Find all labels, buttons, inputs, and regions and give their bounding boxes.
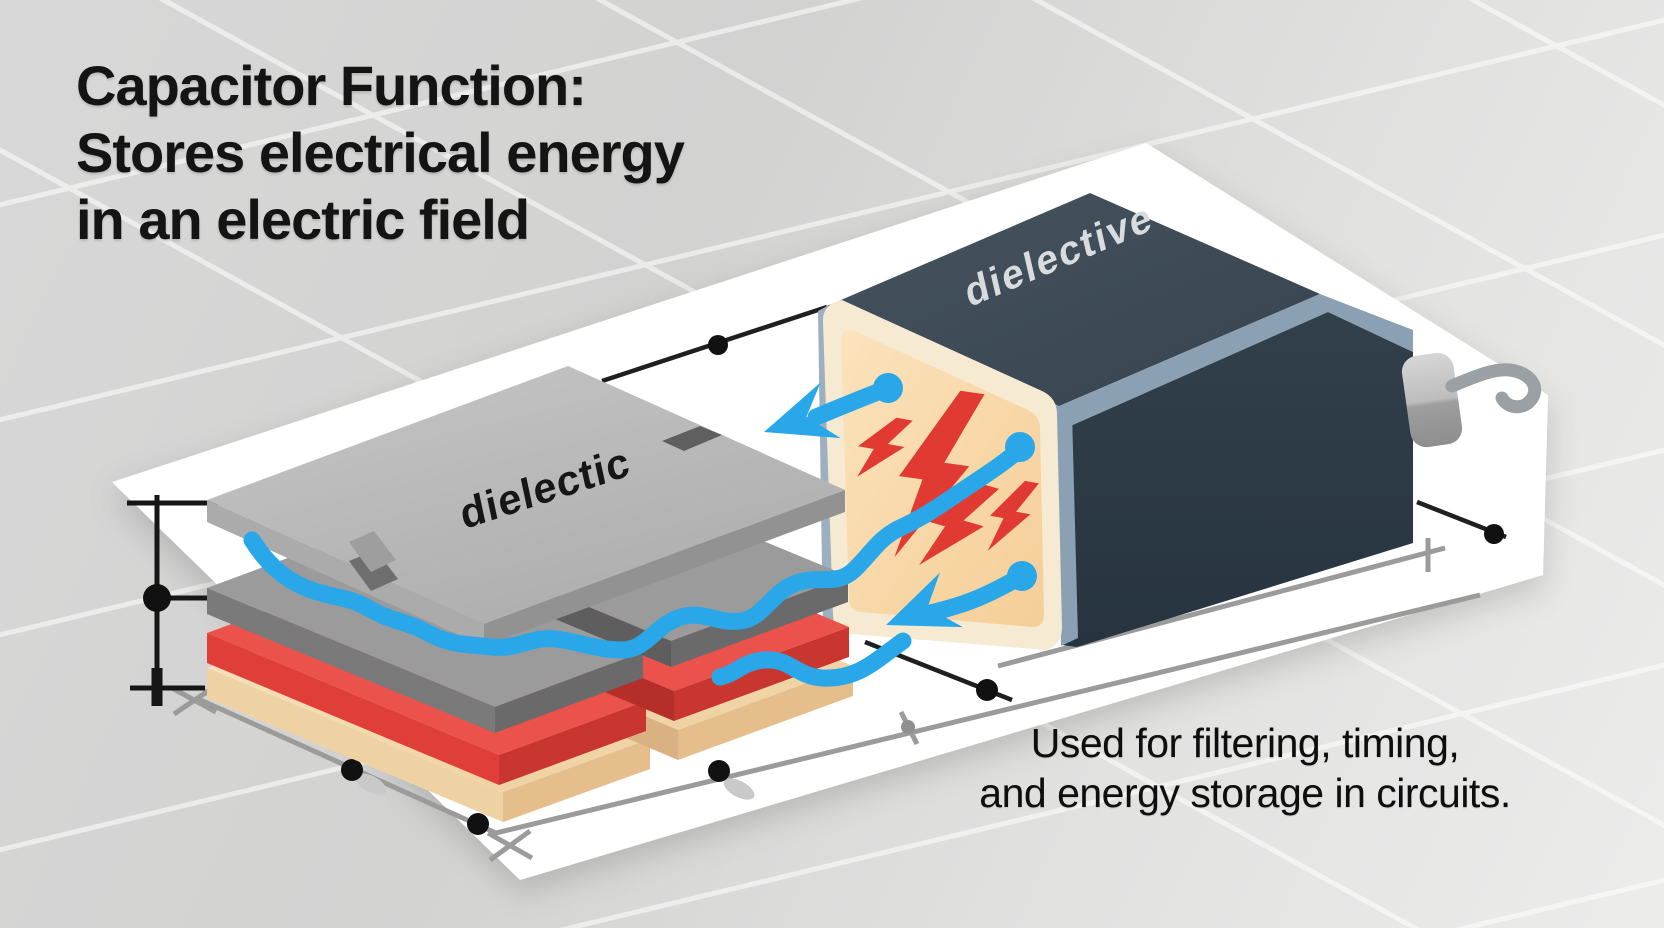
flow-wave-line bbox=[243, 440, 1029, 659]
plate-notch-left-tab bbox=[349, 531, 396, 572]
box-right-face bbox=[1062, 312, 1413, 647]
charge-dot bbox=[873, 373, 903, 403]
plate-top-dielectric: dielectic bbox=[207, 366, 845, 646]
charge-dot bbox=[1005, 432, 1035, 462]
charge-dot bbox=[1007, 561, 1037, 591]
charge-dots bbox=[873, 373, 1037, 591]
box-edge-band bbox=[1057, 294, 1413, 428]
dimension-line-top bbox=[601, 304, 828, 384]
flow-wave-lower bbox=[711, 632, 912, 687]
caption: Used for filtering, timing, and energy s… bbox=[979, 720, 1511, 817]
terminal-lead bbox=[1401, 352, 1542, 448]
capacitor-box: dielective bbox=[818, 193, 1542, 650]
dimension-bracket-left bbox=[127, 495, 218, 706]
page-title: Capacitor Function: Stores electrical en… bbox=[76, 54, 685, 252]
terminal-hook bbox=[1445, 363, 1542, 414]
plate-slot-right bbox=[662, 426, 722, 451]
dimension-dots-floor bbox=[341, 720, 915, 835]
